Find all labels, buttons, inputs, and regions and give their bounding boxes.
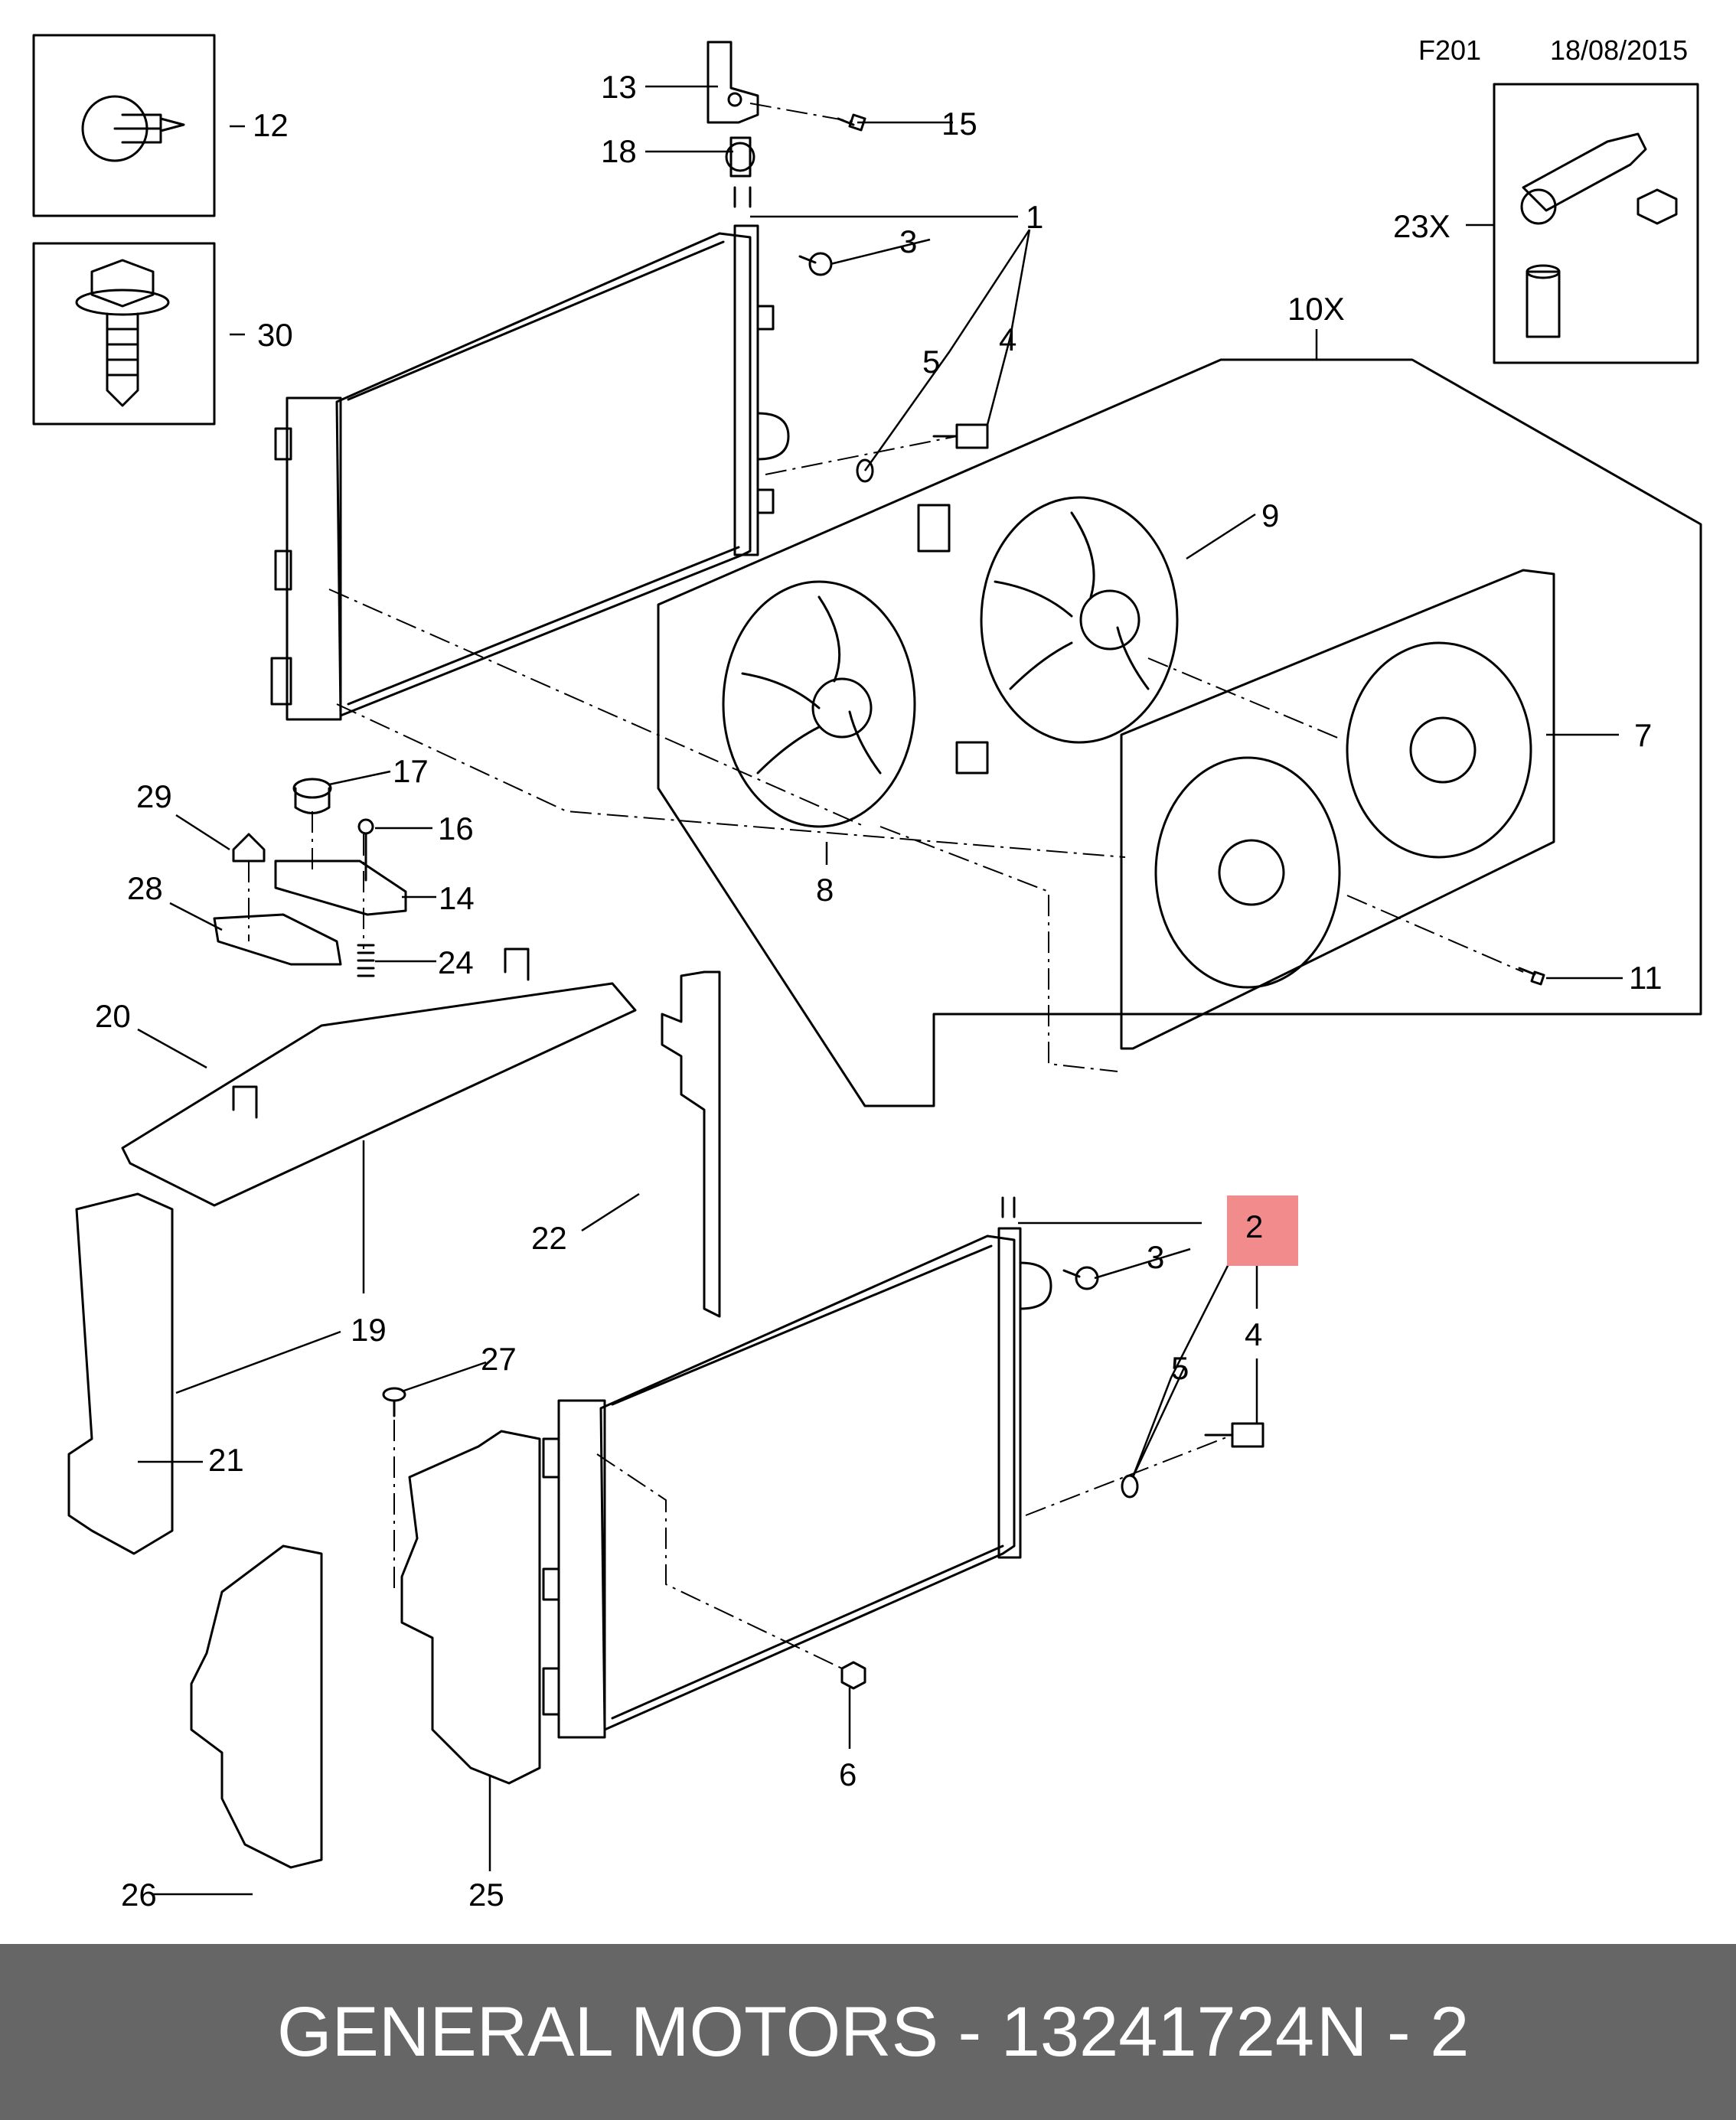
connector-harness [917,504,989,775]
inset-box-12 [32,34,216,217]
bracket-28 [213,913,342,966]
callout-23x: 23X [1393,208,1450,244]
plug-4-upper [932,423,989,449]
footer-bar: GENERAL MOTORS - 13241724 N - 2 [0,1944,1736,2120]
callout-18: 18 [601,133,637,169]
callout-9: 9 [1261,497,1279,533]
callout-30: 30 [257,317,293,353]
nut-29 [232,833,266,863]
callout-5-lower: 5 [1171,1350,1189,1386]
callout-25: 25 [468,1877,504,1913]
parts-diagram: F201 18/08/2015 12 30 13 15 18 1 3 5 4 2… [32,34,1702,1913]
inset-box-30 [32,242,216,426]
air-guide-21 [67,1192,174,1555]
footer-page-number: N - 2 [1317,1993,1470,2071]
ring-5-lower [1121,1474,1139,1499]
callout-17: 17 [393,753,429,789]
fan-8 [722,580,916,828]
callout-3-upper: 3 [899,223,917,259]
diagram-date: 18/08/2015 [1550,34,1688,66]
callout-14: 14 [439,880,475,916]
radiator-upper [270,186,790,721]
highlight-box-part-2 [1227,1195,1298,1266]
air-guide-19-20 [121,947,637,1207]
callout-8: 8 [816,872,834,908]
callout-1: 1 [1026,199,1043,235]
bolt-16 [357,818,374,882]
diagram-code: F201 [1418,34,1481,66]
callout-2: 2 [1245,1208,1263,1244]
callout-24: 24 [438,944,474,980]
callout-labels: 12 30 13 15 18 1 3 5 4 23X 10X 9 7 8 11 … [95,69,1663,1913]
callout-22: 22 [531,1220,567,1256]
callout-10x: 10X [1287,291,1345,327]
bracket-14 [274,859,407,916]
callout-29: 29 [136,778,172,814]
callout-16: 16 [438,810,474,846]
mount-18 [725,136,755,178]
mount-17 [292,778,332,814]
callout-4-lower: 4 [1245,1316,1262,1352]
fan-9 [980,496,1179,744]
air-guide-25 [400,1430,541,1785]
callout-20: 20 [95,998,131,1034]
callout-26: 26 [121,1877,157,1913]
callout-11: 11 [1629,960,1663,996]
callout-4-upper: 4 [999,321,1016,357]
leader-lines [137,85,1623,1896]
bracket-13 [706,41,759,124]
shroud-7 [1120,569,1555,1050]
air-guide-26 [190,1544,323,1869]
callout-13: 13 [601,69,637,105]
air-guide-22 [661,970,721,1318]
callout-21: 21 [208,1442,244,1478]
clip-27 [382,1387,406,1417]
alignment-lines [248,103,1524,1669]
radiator-lower [542,1196,1052,1739]
plug-6 [840,1661,866,1690]
callout-7: 7 [1634,717,1652,753]
screw-3-lower [1062,1266,1099,1290]
callout-3-lower: 3 [1147,1239,1164,1275]
callout-5-upper: 5 [922,344,940,380]
callout-15: 15 [941,106,977,142]
footer-part-title: GENERAL MOTORS - 13241724 [277,1993,1315,2071]
plug-4-lower [1204,1422,1264,1448]
screw-3-upper [798,252,833,276]
ring-5-upper [856,458,874,483]
spring-24 [357,944,375,977]
callout-12: 12 [253,107,289,143]
kit-outline-10x [657,358,1702,1107]
inset-box-23x [1493,83,1699,364]
callout-19: 19 [351,1312,387,1348]
callout-27: 27 [481,1341,517,1377]
callout-6: 6 [839,1756,857,1792]
screw-11 [1518,967,1545,986]
callout-28: 28 [127,870,163,906]
